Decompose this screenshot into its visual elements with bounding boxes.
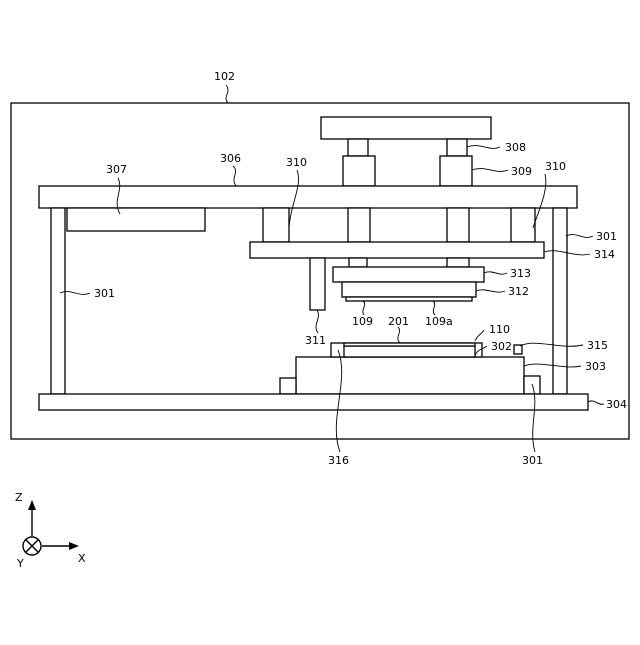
plate-313 [333,267,484,282]
connector-left [349,258,367,267]
label-102: 102 [214,70,235,83]
axis-x-label: X [78,552,86,565]
layer-110 [344,343,475,346]
pillar-2 [348,208,370,242]
label-301-bottom: 301 [522,454,543,467]
base-304 [39,394,588,410]
label-201: 201 [388,315,409,328]
label-308: 308 [505,141,526,154]
leader-102 [226,85,228,103]
label-306: 306 [220,152,241,165]
label-309: 309 [511,165,532,178]
marker-315 [514,345,522,354]
label-109: 109 [352,315,373,328]
label-316: 316 [328,454,349,467]
shaft-left [348,139,368,156]
top-press-plate [321,117,491,139]
label-302: 302 [491,340,512,353]
axis-z-arrowhead [28,500,36,510]
label-315: 315 [587,339,608,352]
shaft-right [447,139,467,156]
label-303: 303 [585,360,606,373]
label-307: 307 [106,163,127,176]
label-109a: 109a [425,315,453,328]
head-109 [346,297,472,301]
column-left [51,208,65,394]
actuator-right [440,156,472,186]
label-110: 110 [489,323,510,336]
sensor-311 [310,258,325,310]
plate-314 [250,242,544,258]
actuator-left [343,156,375,186]
pillar-4 [511,208,535,242]
axis-y-label: Y [16,557,24,570]
label-311: 311 [305,334,326,347]
block-307 [67,208,205,231]
pillar-3 [447,208,469,242]
label-310-left: 310 [286,156,307,169]
label-301-left: 301 [94,287,115,300]
label-301-right: 301 [596,230,617,243]
pillar-1 [263,208,289,242]
label-312: 312 [508,285,529,298]
label-304: 304 [606,398,627,411]
axis-x-arrowhead [69,542,79,550]
label-310-right: 310 [545,160,566,173]
foot-left [280,378,296,394]
label-314: 314 [594,248,615,261]
connector-right [447,258,469,267]
label-313: 313 [510,267,531,280]
axis-z-label: Z [15,491,23,504]
substrate-201 [344,346,475,357]
stage-303 [296,357,524,394]
plate-312 [342,282,476,297]
